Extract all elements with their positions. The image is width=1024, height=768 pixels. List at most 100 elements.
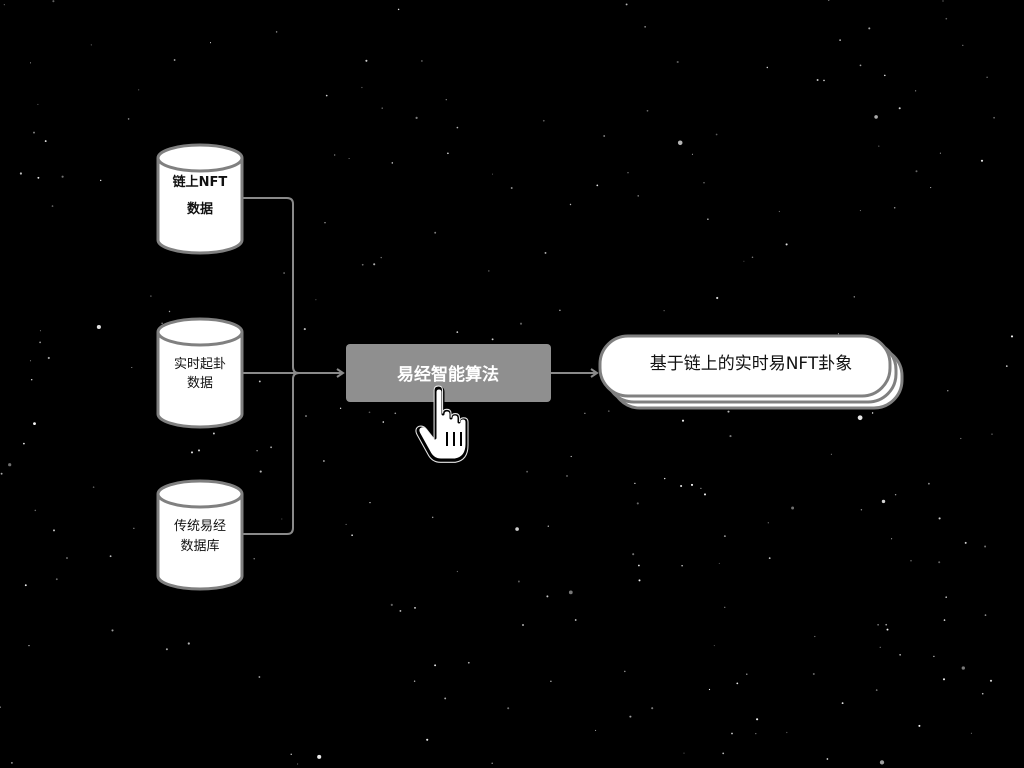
process-label: 易经智能算法 [397,364,499,385]
star [736,682,739,685]
star [878,145,880,147]
star [51,205,54,207]
star [334,154,336,156]
star [131,366,133,369]
star [187,642,190,645]
star [857,415,863,421]
star [391,162,394,164]
database-onchain-nft-data: 链上NFT 数据 [156,143,244,255]
star [676,60,679,64]
star [521,623,525,627]
star [938,561,941,564]
star [369,501,371,504]
star [637,195,639,197]
star [746,673,748,675]
star [339,407,342,409]
star [938,517,941,520]
star [860,509,863,511]
star [984,545,987,548]
star [708,688,711,691]
star [874,115,878,119]
star [351,534,353,536]
star [109,555,112,558]
star [66,557,68,559]
star [841,702,844,705]
star [53,529,55,532]
star [751,256,754,259]
star [756,718,759,721]
star [380,256,382,259]
star [168,310,171,313]
star [715,133,718,136]
star [55,578,58,581]
star [550,680,552,682]
star [569,203,572,206]
star [275,31,278,33]
star [816,79,819,81]
star [28,644,30,647]
star [270,446,273,449]
star [993,116,995,119]
star [324,221,326,224]
star [681,565,683,567]
star [981,692,984,695]
star [859,210,861,212]
star [879,646,881,648]
star [915,170,918,173]
star [729,435,732,438]
star [415,116,418,119]
star [382,421,385,423]
star [625,3,628,6]
star [942,678,946,681]
star [723,535,726,538]
database-label-line1: 链上NFT [172,174,228,190]
star [960,437,962,440]
star [421,60,423,62]
star [627,172,629,174]
star [24,584,27,587]
star [778,210,781,213]
star [447,152,449,155]
star [703,182,705,184]
star [258,380,261,383]
hand-pointer-icon [415,385,469,463]
star [942,0,944,2]
process-box-yijing-algorithm[interactable]: 易经智能算法 [346,344,551,402]
star [980,159,984,162]
star [991,433,993,435]
star [39,341,41,344]
star [691,153,693,155]
star [305,415,307,417]
star [515,527,519,531]
star [724,606,726,608]
star [826,758,829,760]
star [786,731,788,734]
star [90,44,92,46]
star [413,680,416,682]
star [37,103,39,105]
output-label: 基于链上的实时易NFT卦象 [650,354,853,374]
star [488,270,490,272]
star [731,732,733,735]
star [456,331,459,333]
star [138,89,140,91]
star [879,760,885,765]
star [52,0,55,3]
star [44,140,47,143]
star [607,410,610,412]
star [290,753,292,755]
star [19,172,22,175]
star [1005,365,1008,367]
star [317,754,322,759]
star [636,502,639,505]
star [646,109,649,112]
star [915,90,917,92]
star [716,296,719,300]
star [964,541,967,544]
database-label-line2: 数据 [187,201,213,217]
star [785,243,788,246]
star [526,470,529,473]
star [456,126,459,129]
star [373,263,376,266]
